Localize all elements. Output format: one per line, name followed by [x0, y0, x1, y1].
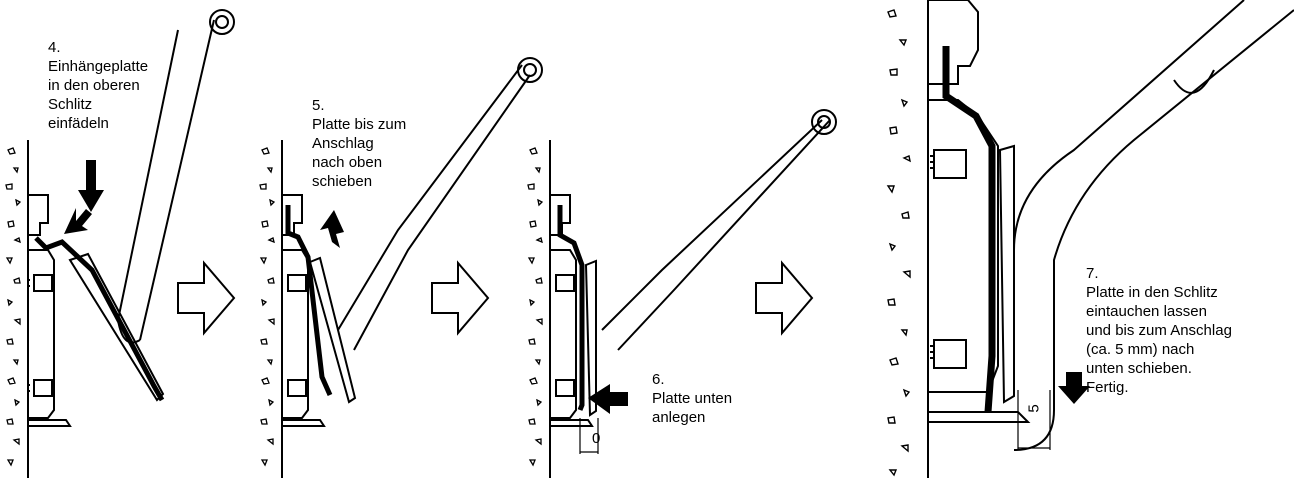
arrow-down-icon: [1058, 372, 1090, 404]
panel-step5: [259, 57, 543, 478]
next-step-arrow-icon: [177, 260, 236, 336]
gap-dimension-step7: 5: [1025, 404, 1043, 413]
gap-dimension-step6: 0: [592, 430, 601, 447]
step7-instruction: 7. Platte in den Schlitz eintauchen lass…: [1086, 265, 1232, 396]
arrow-diagonal-icon: [64, 208, 92, 234]
hanging-plate: [34, 9, 235, 402]
wall-texture: [5, 147, 22, 467]
next-step-arrow-icon: [755, 260, 814, 336]
panel-step6: [527, 109, 837, 478]
arrow-up-icon: [320, 210, 344, 248]
arrow-down-icon: [78, 160, 104, 212]
arrow-left-icon: [588, 384, 628, 414]
step4-instruction: 4. Einhängeplatte in den oberen Schlitz …: [48, 39, 149, 132]
next-step-arrow-icon: [431, 260, 490, 336]
step5-instruction: 5. Platte bis zum Anschlag nach oben sch…: [312, 97, 407, 190]
panel-step7: [886, 0, 1294, 478]
panel-step4: [5, 9, 235, 478]
wall-bracket: [28, 194, 72, 427]
step6-instruction: 6. Platte unten anlegen: [652, 371, 733, 426]
